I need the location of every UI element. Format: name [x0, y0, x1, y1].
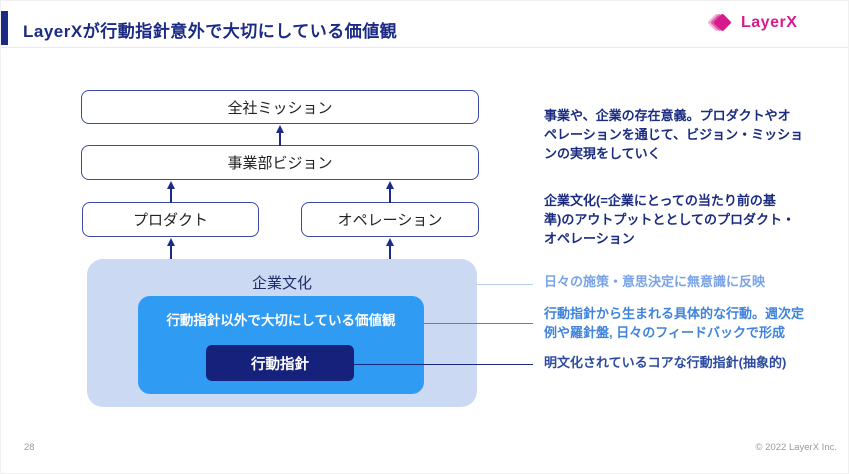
- annotation-mission-vision: 事業や、企業の存在意義。プロダクトやオ ペレーションを通じて、ビジョン・ミッショ…: [544, 108, 804, 161]
- connector-line-culture: [477, 284, 533, 285]
- connector-line-principles: [354, 364, 533, 365]
- values-box: 行動指針以外で大切にしている価値観 行動指針: [138, 296, 424, 394]
- logo-wordmark: LayerX: [741, 14, 798, 31]
- annotation-product-operation: 企業文化(=企業にとっての当たり前の基 準)のアウトプットととしてのプロダクト・…: [544, 193, 795, 246]
- culture-label: 企業文化: [251, 275, 312, 292]
- arrow-up-operation-to-vision: [386, 181, 394, 203]
- product-box: プロダクト: [82, 202, 259, 237]
- title-divider: [1, 47, 848, 48]
- arrow-up-vision-to-mission: [276, 125, 284, 146]
- values-label: 行動指針以外で大切にしている価値観: [166, 313, 396, 328]
- copyright: © 2022 LayerX Inc.: [755, 442, 837, 453]
- operation-box: オペレーション: [301, 202, 479, 237]
- arrow-up-culture-to-product: [167, 238, 175, 260]
- arrow-up-culture-to-operation: [386, 238, 394, 260]
- annotation-values: 行動指針から生まれる具体的な行動。週次定 例や羅針盤, 日々のフィードバックで形…: [544, 306, 805, 340]
- culture-container: 企業文化 行動指針以外で大切にしている価値観 行動指針: [87, 259, 477, 407]
- connector-line-values: [424, 323, 533, 324]
- page-title: LayerXが行動指針意外で大切にしている価値観: [23, 22, 398, 41]
- annotation-culture: 日々の施策・意思決定に無意識に反映: [544, 274, 766, 289]
- annotation-principles: 明文化されているコアな行動指針(抽象的): [544, 355, 787, 370]
- arrow-up-product-to-vision: [167, 181, 175, 203]
- title-accent-bar: [1, 11, 8, 45]
- principles-box: 行動指針: [206, 345, 354, 381]
- layerx-diamond-icon: [705, 12, 735, 34]
- page-number: 28: [24, 442, 35, 453]
- mission-box: 全社ミッション: [81, 90, 479, 124]
- vision-box: 事業部ビジョン: [81, 145, 479, 180]
- layerx-logo: LayerX: [705, 12, 797, 34]
